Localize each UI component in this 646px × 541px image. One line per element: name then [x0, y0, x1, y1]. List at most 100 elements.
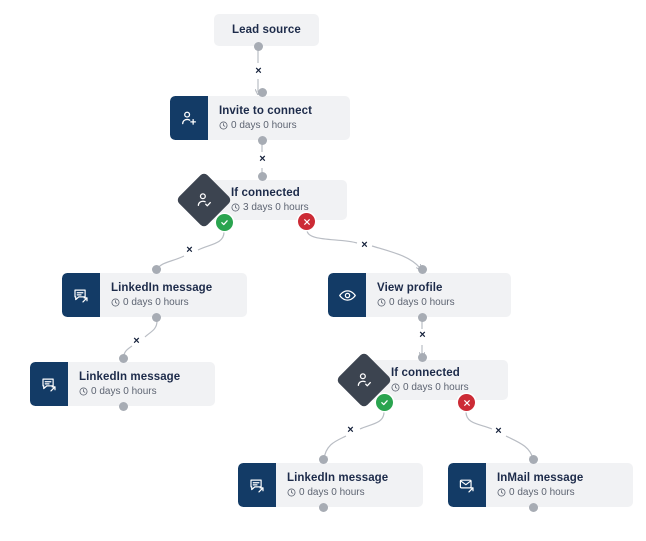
clock-icon	[391, 383, 400, 392]
node-if-connected-1[interactable]: If connected 3 days 0 hours	[175, 171, 347, 229]
view-profile-title: View profile	[377, 281, 443, 294]
port-linkedin-1-in[interactable]	[152, 265, 161, 274]
lead-source-card[interactable]: Lead source	[214, 14, 319, 46]
inmail-message-body: InMail message 0 days 0 hours	[486, 463, 633, 507]
port-if-connected-2-in[interactable]	[418, 353, 427, 362]
branch-badge-no[interactable]	[458, 394, 475, 411]
edge-delete-marker[interactable]: ×	[361, 239, 368, 251]
invite-to-connect-body: Invite to connect 0 days 0 hours	[208, 96, 350, 140]
view-profile-duration: 0 days 0 hours	[377, 296, 497, 310]
clock-icon	[377, 298, 386, 307]
clock-icon	[219, 121, 228, 130]
chat-send-icon	[238, 463, 276, 507]
port-linkedin-3-out[interactable]	[319, 503, 328, 512]
if-connected-2-duration: 0 days 0 hours	[391, 381, 492, 395]
invite-to-connect-duration-text: 0 days 0 hours	[231, 119, 297, 131]
port-invite-in[interactable]	[258, 88, 267, 97]
inmail-message-duration: 0 days 0 hours	[497, 486, 619, 500]
invite-to-connect-card[interactable]: Invite to connect 0 days 0 hours	[170, 96, 350, 140]
node-linkedin-message-2[interactable]: LinkedIn message 0 days 0 hours	[30, 362, 215, 406]
node-inmail-message[interactable]: InMail message 0 days 0 hours	[448, 463, 633, 507]
clock-icon	[287, 488, 296, 497]
edge-delete-marker[interactable]: ×	[347, 424, 354, 436]
node-linkedin-message-3[interactable]: LinkedIn message 0 days 0 hours	[238, 463, 423, 507]
node-invite-to-connect[interactable]: Invite to connect 0 days 0 hours	[170, 96, 350, 140]
clock-icon	[111, 298, 120, 307]
if-connected-2-title: If connected	[391, 366, 460, 379]
branch-badge-no[interactable]	[298, 213, 315, 230]
person-plus-icon	[170, 96, 208, 140]
inmail-message-card[interactable]: InMail message 0 days 0 hours	[448, 463, 633, 507]
edge-ifconnected2-no-to-inmail-b	[505, 435, 533, 459]
linkedin-message-3-duration: 0 days 0 hours	[287, 486, 409, 500]
lead-source-title: Lead source	[232, 24, 301, 36]
if-connected-2-card[interactable]: If connected 0 days 0 hours	[365, 360, 508, 400]
node-lead-source[interactable]: Lead source	[214, 14, 319, 46]
node-linkedin-message-1[interactable]: LinkedIn message 0 days 0 hours	[62, 273, 247, 317]
linkedin-message-2-title: LinkedIn message	[79, 370, 181, 383]
linkedin-message-2-card[interactable]: LinkedIn message 0 days 0 hours	[30, 362, 215, 406]
edge-ifconnected1-no-to-viewprofile	[306, 229, 358, 244]
linkedin-message-1-body: LinkedIn message 0 days 0 hours	[100, 273, 247, 317]
invite-to-connect-title: Invite to connect	[219, 104, 313, 117]
inmail-message-title: InMail message	[497, 471, 584, 484]
linkedin-message-1-card[interactable]: LinkedIn message 0 days 0 hours	[62, 273, 247, 317]
if-connected-2-duration-text: 0 days 0 hours	[403, 381, 469, 393]
view-profile-duration-text: 0 days 0 hours	[389, 296, 455, 308]
port-lead-source-out[interactable]	[254, 42, 263, 51]
if-connected-1-duration: 3 days 0 hours	[231, 201, 331, 215]
condition-diamond-icon	[175, 171, 233, 229]
linkedin-message-1-duration: 0 days 0 hours	[111, 296, 233, 310]
inmail-message-duration-text: 0 days 0 hours	[509, 486, 575, 498]
edge-ifconnected1-no-to-viewprofile-b	[371, 245, 420, 268]
linkedin-message-2-body: LinkedIn message 0 days 0 hours	[68, 362, 215, 406]
port-view-profile-out[interactable]	[418, 313, 427, 322]
view-profile-card[interactable]: View profile 0 days 0 hours	[328, 273, 511, 317]
port-invite-out[interactable]	[258, 136, 267, 145]
envelope-send-icon	[448, 463, 486, 507]
port-inmail-in[interactable]	[529, 455, 538, 464]
edge-ifconnected2-yes-to-linkedin3-b	[324, 435, 347, 459]
linkedin-message-2-duration-text: 0 days 0 hours	[91, 385, 157, 397]
node-view-profile[interactable]: View profile 0 days 0 hours	[328, 273, 511, 317]
port-linkedin-3-in[interactable]	[319, 455, 328, 464]
edge-delete-marker[interactable]: ×	[495, 425, 502, 437]
linkedin-message-3-duration-text: 0 days 0 hours	[299, 486, 365, 498]
chat-send-icon	[30, 362, 68, 406]
edge-delete-marker[interactable]: ×	[259, 153, 266, 165]
edge-ifconnected1-yes-to-linkedin1	[197, 231, 225, 251]
port-linkedin-2-out[interactable]	[119, 402, 128, 411]
invite-to-connect-duration: 0 days 0 hours	[219, 119, 336, 133]
branch-badge-yes[interactable]	[376, 394, 393, 411]
port-if-connected-1-in[interactable]	[258, 172, 267, 181]
edge-delete-marker[interactable]: ×	[419, 329, 426, 341]
edge-delete-marker[interactable]: ×	[255, 65, 262, 77]
view-profile-body: View profile 0 days 0 hours	[366, 273, 511, 317]
linkedin-message-3-title: LinkedIn message	[287, 471, 389, 484]
eye-icon	[328, 273, 366, 317]
clock-icon	[231, 203, 240, 212]
port-linkedin-2-in[interactable]	[119, 354, 128, 363]
port-view-profile-in[interactable]	[418, 265, 427, 274]
edge-delete-marker[interactable]: ×	[186, 244, 193, 256]
linkedin-message-3-card[interactable]: LinkedIn message 0 days 0 hours	[238, 463, 423, 507]
edge-delete-marker[interactable]: ×	[133, 335, 140, 347]
chat-send-icon	[62, 273, 100, 317]
clock-icon	[79, 387, 88, 396]
linkedin-message-2-duration: 0 days 0 hours	[79, 385, 201, 399]
edge-ifconnected2-yes-to-linkedin3	[359, 411, 385, 430]
clock-icon	[497, 488, 506, 497]
port-linkedin-1-out[interactable]	[152, 313, 161, 322]
edge-linkedin1-to-linkedin2	[144, 320, 158, 338]
port-inmail-out[interactable]	[529, 503, 538, 512]
if-connected-1-title: If connected	[231, 186, 300, 199]
linkedin-message-1-duration-text: 0 days 0 hours	[123, 296, 189, 308]
linkedin-message-1-title: LinkedIn message	[111, 281, 213, 294]
edge-ifconnected2-no-to-inmail	[465, 411, 493, 430]
branch-badge-yes[interactable]	[216, 214, 233, 231]
node-if-connected-2[interactable]: If connected 0 days 0 hours	[335, 351, 508, 409]
if-connected-1-duration-text: 3 days 0 hours	[243, 201, 309, 213]
edge-ifconnected1-yes-to-linkedin1-b	[157, 255, 185, 270]
linkedin-message-3-body: LinkedIn message 0 days 0 hours	[276, 463, 423, 507]
